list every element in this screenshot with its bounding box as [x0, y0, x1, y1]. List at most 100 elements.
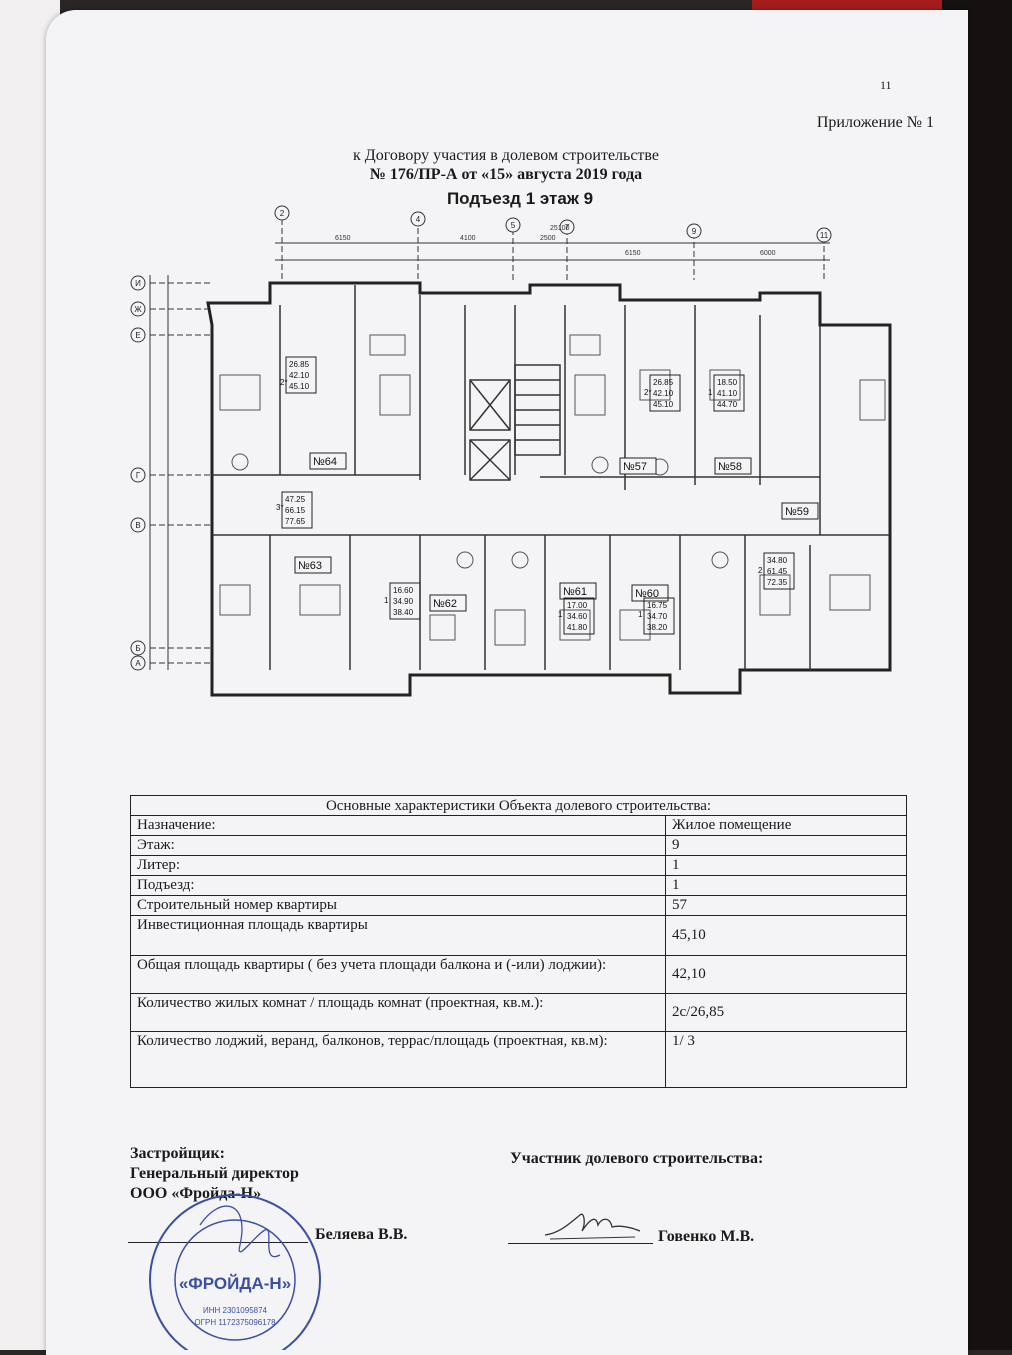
document-sheet	[46, 10, 968, 1355]
apt61-area-total: 34.60	[567, 612, 588, 621]
axis-left-5: В	[135, 521, 140, 530]
axis-top-6: 11	[820, 231, 829, 240]
axis-left-6: Б	[135, 644, 140, 653]
apt-label-60: №60	[635, 588, 659, 600]
apt62-area-total: 34.90	[393, 597, 414, 606]
developer-name: Беляева В.В.	[315, 1226, 408, 1243]
apt-label-58: №58	[718, 461, 742, 473]
row-value: 57	[665, 895, 907, 916]
dim-4: 6150	[625, 250, 641, 257]
apt-label-61: №61	[563, 586, 587, 598]
dim-total: 25100	[550, 225, 570, 232]
table-row: Инвестиционная площадь квартиры 45,10	[130, 915, 907, 956]
stamp-center-text: «ФРОЙДА-Н»	[179, 1274, 291, 1293]
apt57-area-total: 42.10	[653, 389, 674, 398]
apt62-rooms: 1	[384, 596, 389, 605]
row-value: 9	[665, 835, 907, 856]
company-stamp: «ФРОЙДА-Н» ИНН 2301095874 ОГРН 117237509…	[149, 1194, 321, 1350]
row-value: 1	[665, 855, 907, 876]
table-caption: Основные характеристики Объекта долевого…	[130, 795, 907, 816]
apt62-area-living: 16.60	[393, 586, 414, 595]
participant-label: Участник долевого строительства:	[510, 1150, 764, 1167]
apt-label-64: №64	[313, 456, 337, 468]
stamp-ogrn: ОГРН 1172375096178	[194, 1318, 276, 1327]
apt64-area-total: 42.10	[289, 371, 310, 380]
apt63-area-invest: 77.65	[285, 517, 306, 526]
axis-top-5: 9	[692, 227, 697, 236]
apt60-area-total: 34.70	[647, 612, 668, 621]
table-row: Количество лоджий, веранд, балконов, тер…	[130, 1031, 907, 1088]
axis-left-1: И	[135, 279, 141, 288]
axis-left-3: Е	[135, 331, 140, 340]
row-value: 1	[665, 875, 907, 896]
apt58-area-invest: 44.70	[717, 400, 738, 409]
table-row: Этаж: 9	[130, 835, 907, 856]
row-value: 2с/26,85	[665, 993, 907, 1032]
apt-label-63: №63	[298, 560, 322, 572]
row-value: 42,10	[665, 955, 907, 994]
axis-top-4: 7	[565, 223, 570, 232]
apt-east-area-total: 61.45	[767, 567, 788, 576]
developer-label: Застройщик:	[130, 1145, 225, 1162]
table-row: Литер: 1	[130, 855, 907, 876]
apt64-rooms: 2*	[280, 378, 288, 387]
apt58-rooms: 1	[708, 388, 713, 397]
developer-signature-line	[128, 1242, 308, 1243]
row-label: Инвестиционная площадь квартиры	[130, 915, 666, 956]
row-label: Этаж:	[130, 835, 666, 856]
axis-top-3: 5	[511, 221, 516, 230]
dim-1: 6150	[335, 235, 351, 242]
table-caption-row: Основные характеристики Объекта долевого…	[130, 795, 907, 816]
participant-signature	[544, 1213, 641, 1240]
stamp-inn: ИНН 2301095874	[203, 1306, 268, 1315]
table-row: Строительный номер квартиры 57	[130, 895, 907, 916]
row-value: Жилое помещение	[665, 815, 907, 836]
apt61-area-living: 17.00	[567, 601, 588, 610]
apt-east-area-living: 34.80	[767, 556, 788, 565]
page-number: 11	[880, 78, 892, 92]
table-row: Количество жилых комнат / площадь комнат…	[130, 993, 907, 1032]
row-label: Подъезд:	[130, 875, 666, 896]
apt64-area-invest: 45.10	[289, 382, 310, 391]
row-label: Литер:	[130, 855, 666, 876]
axis-left-7: А	[135, 659, 141, 668]
apt58-area-total: 41.10	[717, 389, 738, 398]
apt-label-59: №59	[785, 506, 809, 518]
apt-label-57: №57	[623, 461, 647, 473]
apt-east-area-invest: 72.35	[767, 578, 788, 587]
row-value: 1/ 3	[665, 1031, 907, 1088]
row-label: Назначение:	[130, 815, 666, 836]
apt-east-rooms: 2	[758, 566, 763, 575]
appendix-label: Приложение № 1	[816, 114, 934, 131]
dim-2: 4100	[460, 235, 476, 242]
apt64-area-living: 26.85	[289, 360, 310, 369]
specs-table: Основные характеристики Объекта долевого…	[130, 795, 907, 1088]
row-label: Количество лоджий, веранд, балконов, тер…	[130, 1031, 666, 1088]
apt57-area-living: 26.85	[653, 378, 674, 387]
participant-signature-line	[508, 1243, 653, 1244]
developer-company: ООО «Фройда-Н»	[130, 1185, 262, 1202]
apt57-area-invest: 45.10	[653, 400, 674, 409]
apt63-area-total: 66.15	[285, 506, 306, 515]
apt60-area-invest: 38.20	[647, 623, 668, 632]
apt62-area-invest: 38.40	[393, 608, 414, 617]
apt61-rooms: 1	[558, 610, 563, 619]
dim-3: 2500	[540, 235, 556, 242]
plan-title: Подъезд 1 этаж 9	[446, 189, 594, 208]
participant-name: Говенко М.В.	[658, 1228, 755, 1245]
axis-left-4: Г	[136, 471, 141, 480]
apt60-rooms: 1	[638, 610, 643, 619]
row-label: Строительный номер квартиры	[130, 895, 666, 916]
row-label: Количество жилых комнат / площадь комнат…	[130, 993, 666, 1032]
axis-top-2: 4	[416, 215, 421, 224]
apt63-rooms: 3*	[276, 503, 284, 512]
table-row: Общая площадь квартиры ( без учета площа…	[130, 955, 907, 994]
row-label: Общая площадь квартиры ( без учета площа…	[130, 955, 666, 994]
table-row: Подъезд: 1	[130, 875, 907, 896]
apt57-rooms: 2*	[644, 388, 652, 397]
apt-label-62: №62	[433, 598, 457, 610]
table-row: Назначение: Жилое помещение	[130, 815, 907, 836]
apt58-area-living: 18.50	[717, 378, 738, 387]
developer-position: Генеральный директор	[130, 1165, 299, 1182]
axis-left-2: Ж	[134, 305, 142, 314]
